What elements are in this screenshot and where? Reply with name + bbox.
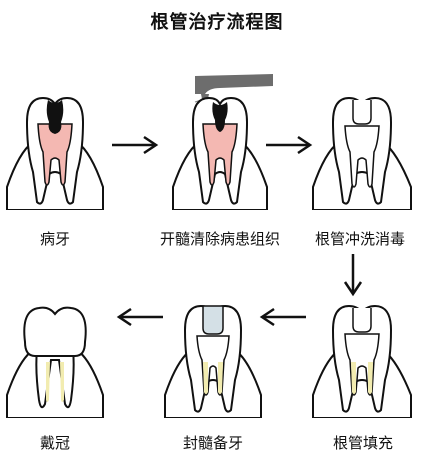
irrigation-illustration	[312, 96, 412, 210]
step-label-irrigation: 根管冲洗消毒	[314, 230, 405, 248]
step-diseased-tooth	[5, 92, 105, 210]
crown-illustration	[6, 306, 104, 418]
diagram-title: 根管治疗流程图	[150, 12, 284, 33]
canal-filling-illustration	[312, 304, 412, 418]
step-irrigation	[307, 92, 417, 210]
step-label-canal-filling: 根管填充	[332, 434, 393, 452]
step-canal-filling	[307, 300, 417, 418]
crown-icon	[23, 306, 87, 357]
step-seal-prep	[163, 300, 263, 418]
arrow-right-icon	[112, 135, 159, 155]
step-label-seal-prep: 封髓备牙	[182, 434, 243, 452]
step-crown	[5, 300, 105, 418]
step-access-cavity	[165, 72, 275, 210]
seal-prep-illustration	[164, 304, 262, 418]
diseased-tooth-illustration	[6, 96, 104, 210]
arrow-left-icon	[116, 307, 163, 327]
arrow-right-icon	[266, 135, 313, 155]
access-cavity-illustration	[172, 74, 273, 210]
arrow-left-icon	[259, 307, 306, 327]
step-label-diseased-tooth: 病牙	[39, 230, 70, 248]
dental-drill-icon	[195, 74, 273, 94]
step-label-crown: 戴冠	[39, 434, 70, 452]
arrow-down-icon	[343, 254, 363, 297]
step-label-access-cavity: 开髓清除病患组织	[159, 230, 280, 248]
